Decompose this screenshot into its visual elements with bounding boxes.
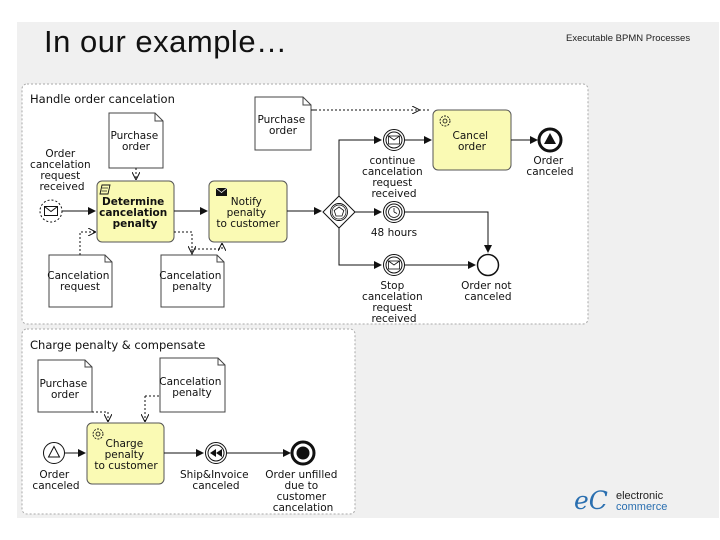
start-event-order-canceled: Order canceled	[32, 442, 80, 492]
sequence-flows-pool1	[62, 136, 538, 269]
logo-line1: electronic	[616, 490, 664, 502]
svg-text:48 hours: 48 hours	[371, 227, 417, 239]
data-object-cancelation-penalty-2: Cancelation penalty	[159, 357, 226, 413]
task-charge-penalty: Charge penalty to customer	[86, 422, 165, 485]
data-associations-pool1	[79, 110, 431, 255]
svg-text:Cancelation penalty: Cancelation penalty	[159, 376, 224, 399]
script-icon	[99, 184, 111, 195]
logo-letters: eC	[574, 486, 608, 514]
clock-icon	[388, 206, 400, 218]
data-object-purchase-order-2: Purchase order	[37, 359, 93, 413]
timer-event-48-hours: 48 hours	[371, 201, 417, 239]
end-event-order-canceled: Order canceled	[526, 127, 574, 178]
svg-text:Order not canceled: Order not canceled	[461, 280, 515, 303]
task-cancel-order: Cancel order	[432, 109, 512, 171]
start-event-label: Order cancelation request received	[30, 148, 94, 193]
svg-text:Notify penalty: Notify penalty to customer	[216, 196, 280, 230]
rewind-icon	[210, 449, 222, 457]
header-note: Executable BPMN Processes	[566, 33, 691, 44]
svg-text:Stop cancelation: Stop cancelation request received	[362, 280, 426, 325]
compensation-event-ship-invoice: Ship&Invoice canceled	[180, 442, 252, 492]
svg-text:Charge penalty: Charge penalty to customer	[94, 438, 158, 472]
svg-text:continue cancelation: continue cancelation request received	[362, 155, 426, 200]
logo-line2: commerce	[616, 501, 667, 513]
svg-text:Purchase order: Purchase order	[257, 114, 308, 137]
send-message-icon	[215, 187, 228, 196]
message-event-continue: continue cancelation request received	[362, 129, 426, 200]
svg-text:Order unfilled due to: Order unfilled due to customer cancelati…	[265, 469, 340, 514]
svg-text:Ship&Invoice canceled: Ship&Invoice canceled	[180, 469, 252, 492]
task-determine-cancelation-penalty: Determine cancelation penalty	[96, 180, 175, 243]
data-object-cancelation-request: Cancelation request	[47, 254, 113, 308]
pool-handle-order-cancelation: Handle order cancelation Order cancelati…	[21, 83, 589, 325]
data-associations-pool2	[92, 395, 160, 421]
end-event-order-not-canceled: Order not canceled	[461, 253, 515, 303]
svg-text:Purchase order: Purchase order	[110, 130, 161, 153]
envelope-icon	[44, 206, 58, 216]
svg-text:Order canceled: Order canceled	[32, 469, 79, 492]
signal-icon	[47, 445, 61, 458]
slide-title: In our example…	[44, 24, 288, 59]
envelope-icon	[388, 135, 400, 145]
envelope-icon	[388, 260, 400, 270]
pool-title: Handle order cancelation	[30, 92, 175, 106]
message-event-stop: Stop cancelation request received	[362, 254, 426, 325]
pool-charge-penalty-compensate: Charge penalty & compensate Purchase ord…	[21, 328, 356, 515]
svg-text:Purchase order: Purchase order	[39, 378, 90, 401]
task-notify-penalty: Notify penalty to customer	[208, 180, 288, 243]
data-object-purchase-order-right: Purchase order	[254, 96, 312, 151]
end-event-order-unfilled: Order unfilled due to customer cancelati…	[265, 440, 340, 514]
signal-icon	[544, 133, 556, 144]
terminate-icon	[296, 446, 310, 460]
svg-text:Cancel order: Cancel order	[453, 130, 492, 153]
gear-icon	[439, 115, 451, 127]
data-object-purchase-order: Purchase order	[108, 112, 164, 169]
gear-icon	[92, 428, 104, 440]
electronic-commerce-logo: eC electronic commerce	[574, 486, 667, 514]
svg-text:Cancelation request: Cancelation request	[47, 270, 112, 293]
data-object-cancelation-penalty: Cancelation penalty	[159, 254, 225, 308]
pool-title: Charge penalty & compensate	[30, 338, 205, 352]
svg-text:Determine cancelation: Determine cancelation penalty	[99, 196, 171, 230]
svg-text:Cancelation penalty: Cancelation penalty	[159, 270, 224, 293]
svg-text:Order canceled: Order canceled	[526, 155, 573, 178]
